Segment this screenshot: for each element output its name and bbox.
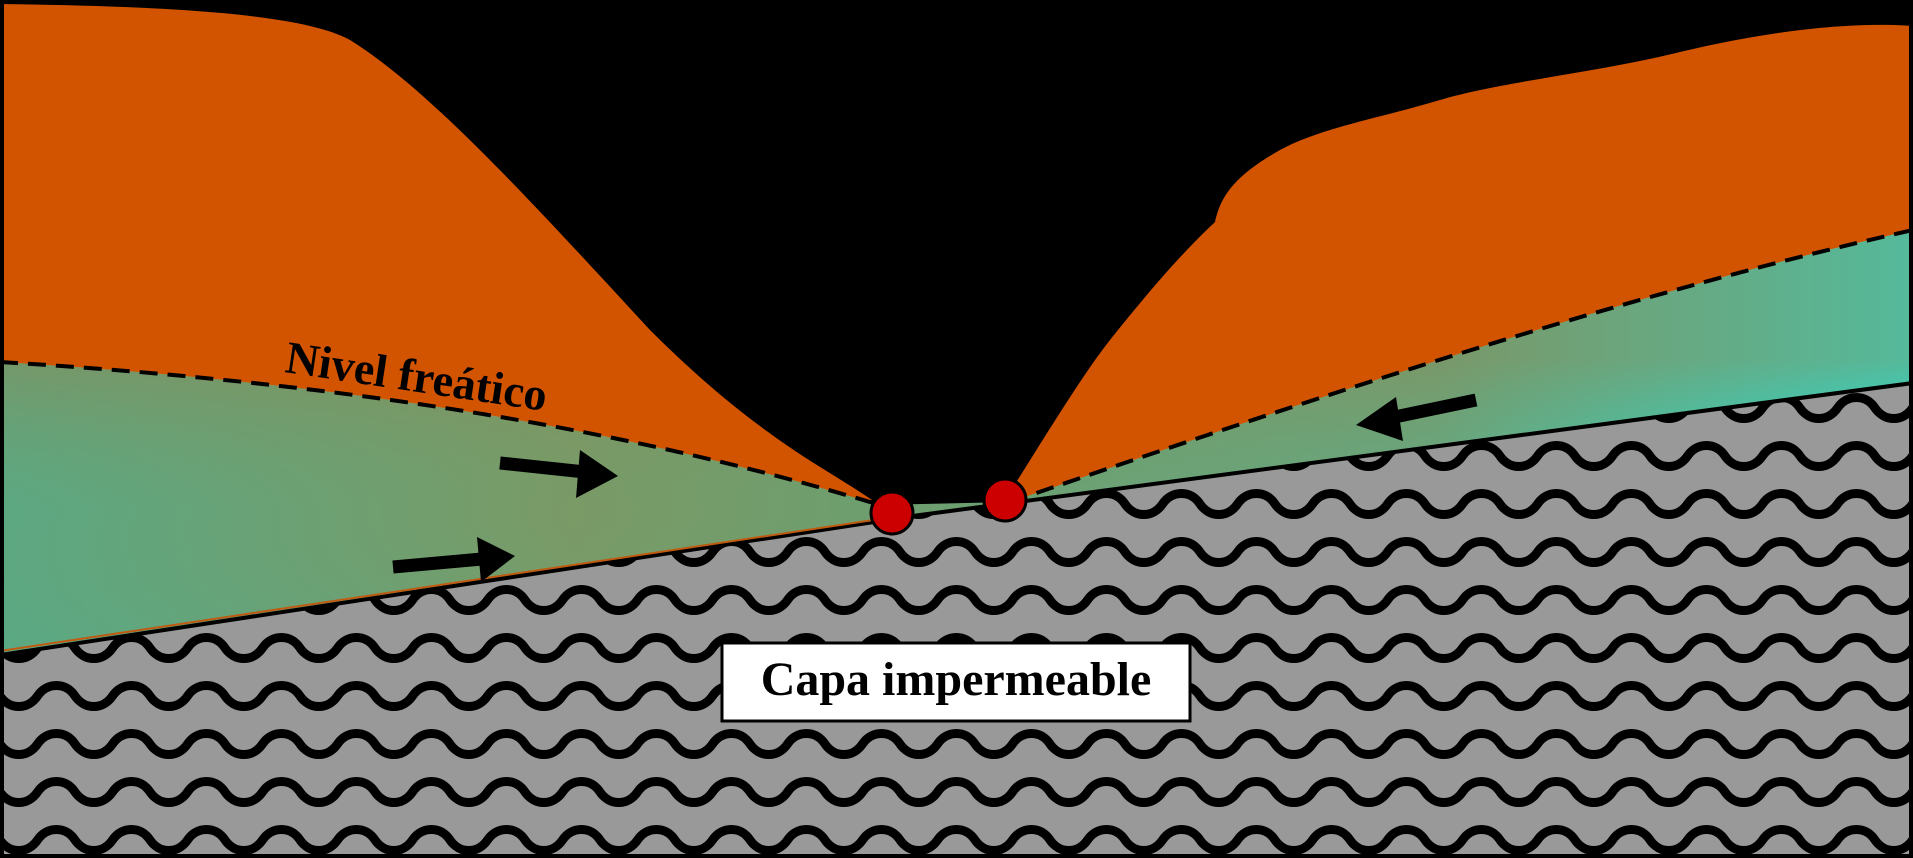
water-table-right-dashed-line bbox=[1009, 228, 1913, 504]
rock-top-boundary-orange-edge bbox=[0, 518, 881, 652]
water-table-left-dashed-line bbox=[0, 360, 881, 507]
flow-arrow-left-upper bbox=[499, 450, 618, 498]
impermeable-layer-label: Capa impermeable bbox=[761, 653, 1152, 706]
flow-arrow-left-lower bbox=[392, 537, 515, 582]
spring-marker-left bbox=[869, 490, 915, 536]
left-soil-layer bbox=[0, 4, 872, 500]
rock-top-boundary bbox=[0, 381, 1913, 657]
flow-arrow-right bbox=[1356, 393, 1478, 441]
spring-marker-right bbox=[982, 477, 1028, 523]
impermeable-layer-label-box: Capa impermeable bbox=[720, 641, 1192, 723]
